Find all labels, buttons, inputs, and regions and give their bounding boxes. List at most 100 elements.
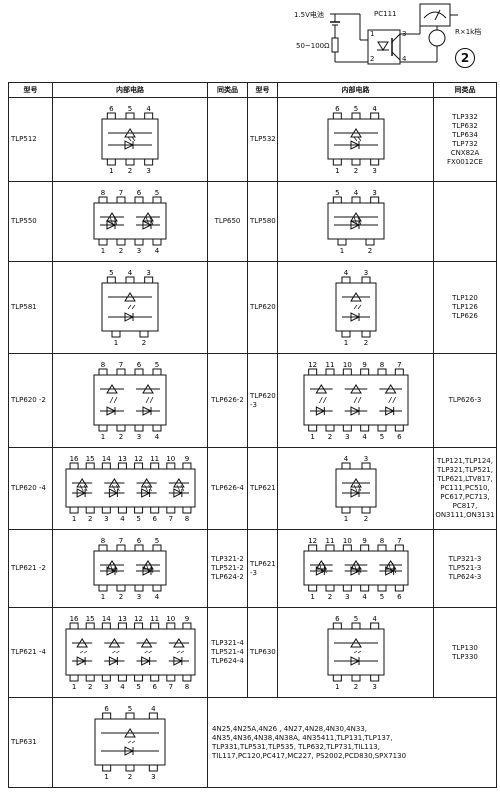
pin [369,196,379,203]
pin [106,158,116,165]
equivalent-part: PC617,PC713, [440,493,490,501]
equivalent-line: 4N25,4N25A,4N26 , 4N27,4N28,4N30,4N33, [212,724,367,733]
pin-number: 12 [308,537,317,545]
pin [181,506,191,513]
pin [101,674,111,681]
header-model-right: 型号 [247,82,278,98]
chip-body [93,550,167,585]
model-cell: TLP532 [247,97,278,182]
pin [394,584,404,591]
pin-number: 13 [117,455,126,463]
model-cell: TLP512 [8,97,53,182]
pin-number: 4 [128,269,133,277]
equivalent-part: TLP621,LTV817, [437,475,493,483]
pin-number: 3 [345,593,349,601]
pin [98,424,108,431]
equivalent-part: TLP130 [452,643,478,652]
pin-number: 11 [325,361,334,369]
chip-body [65,628,195,675]
equivalents-cell: TLP626-2 [207,353,248,448]
pin [337,238,346,245]
pin-number: 9 [362,537,366,545]
pin-number: 13 [117,615,126,623]
pin-number: 2 [128,773,132,781]
pin [351,112,360,119]
pin-number: 6 [109,105,114,113]
pin-number: 8 [101,537,105,545]
pin [98,544,108,551]
pin-number: 8 [379,361,383,369]
pin-number: 9 [184,615,188,623]
pin-number: 3 [345,433,349,441]
equivalents-cell: TLP121,TLP124,TLP321,TLP521,TLP621,LTV81… [433,447,497,530]
pin [332,112,342,119]
pin-number: 3 [137,247,141,255]
pin [152,584,162,591]
pin [148,712,158,719]
pin-number: 3 [372,683,376,691]
pin-number: 2 [119,247,123,255]
pin [351,674,360,681]
pin [117,462,127,469]
header-circuit-left: 内部电路 [52,82,208,98]
pin-number: 6 [397,593,402,601]
pin-number: 16 [69,455,78,463]
pin-number: 5 [155,189,159,197]
equivalent-part: PC111,PC510, [440,484,490,492]
pin [148,764,158,771]
pin [365,238,374,245]
pin-number: 15 [85,455,94,463]
pin [139,330,149,337]
pin-number: 8 [184,515,188,523]
pin-number: 5 [128,705,132,713]
pin-4-label: 4 [402,55,407,63]
pin-number: 6 [335,615,340,623]
equivalent-part: TLP330 [452,652,478,661]
pin-number: 8 [379,537,383,545]
pin-number: 4 [155,593,160,601]
pin-number: 4 [151,705,156,713]
pin [134,238,144,245]
model-cell: TLP621 -2 [8,529,53,608]
pin-number: 3 [104,683,108,691]
equivalent-part: TLP126 [452,303,478,311]
equivalent-part: TLP732 [452,139,478,148]
equivalents-cell [433,181,497,262]
pin [359,424,369,431]
pin-number: 5 [128,105,132,113]
equivalent-line: TLP331,TLP531,TLP535, TLP632,TLP731,TIL1… [212,742,380,751]
pin-number: 6 [152,515,157,523]
pin [165,462,175,469]
pin-number: 14 [101,615,110,623]
pin-number: 2 [128,167,132,175]
pin-number: 6 [137,537,142,545]
equivalent-part: TLP624-2 [211,573,244,581]
equivalent-part: TLP650 [214,217,241,225]
pin [369,158,379,165]
pin-number: 1 [104,773,108,781]
pin [377,584,386,591]
pin-number: 3 [372,167,376,175]
pin [377,544,386,551]
model-cell: TLP620 -2 [8,353,53,448]
model-cell: TLP581 [8,261,53,354]
pin [85,506,95,513]
pin [85,622,95,629]
pin [361,462,370,469]
pin-number: 3 [363,455,367,463]
pin [149,462,159,469]
model-cell: TLP621 -4 [8,607,53,698]
pin [125,276,135,283]
